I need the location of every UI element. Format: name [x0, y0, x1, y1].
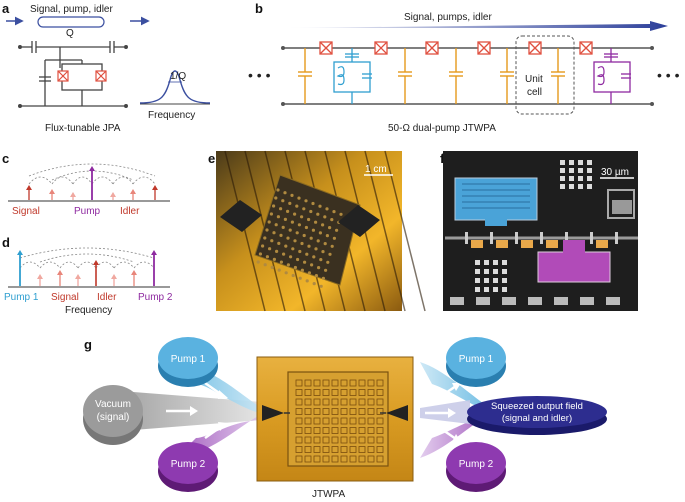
jtwpa-caption: JTWPA	[312, 489, 345, 500]
pump2-source-left: Pump 2	[158, 442, 218, 492]
pump2-label: Pump 2	[138, 292, 173, 303]
idler-tone-arrow	[93, 260, 99, 286]
panel-e-letter: e	[208, 151, 215, 166]
panel-a: a Signal, pump, idler Q	[2, 1, 211, 134]
jtwpa-chip-photo	[256, 356, 414, 482]
panel-a-letter: a	[2, 1, 10, 16]
vacuum-label-2: (signal)	[97, 412, 130, 423]
scale-label-e: 1 cm	[365, 164, 387, 175]
panel-d-letter: d	[2, 235, 10, 250]
pump2-tone-arrow	[151, 250, 157, 286]
panel-g: g Vacuum (signal) Pump 1	[83, 337, 607, 500]
shunt-capacitor-icon	[500, 48, 514, 104]
josephson-junction-icon	[95, 70, 107, 82]
pump1-left-label: Pump 1	[171, 354, 206, 365]
idler-label-d: Idler	[97, 292, 117, 303]
shunt-capacitor-icon	[449, 48, 463, 104]
propagation-arrow-icon	[284, 21, 668, 31]
micrograph-photo	[443, 151, 638, 311]
q-label: Q	[66, 28, 74, 39]
pump2-output-right: Pump 2	[446, 442, 506, 492]
pump2-resonator-highlight	[537, 251, 611, 283]
shunt-capacitor-icon	[398, 48, 412, 104]
pump1-right-label: Pump 1	[459, 354, 494, 365]
pump-tone-arrow	[89, 166, 95, 200]
frequency-label: Frequency	[148, 110, 195, 121]
panel-d: d Pump 1 Signal Idler Pump 2 Frequency	[2, 235, 173, 316]
idler-label: Idler	[120, 206, 140, 217]
sideband-arrow	[131, 270, 137, 286]
sideband-arrow	[111, 274, 117, 286]
unit-cell-label-2: cell	[527, 87, 542, 98]
signal-sideband-arrow	[70, 192, 76, 200]
panel-a-signal-label: Signal, pump, idler	[30, 4, 113, 15]
panel-b-caption: 50-Ω dual-pump JTWPA	[388, 123, 496, 134]
dots-left: • • •	[248, 67, 271, 83]
panel-b-letter: b	[255, 1, 263, 16]
inv-q-label: 1/Q	[170, 71, 186, 82]
josephson-junction-icon	[374, 41, 388, 55]
josephson-junction-icon	[579, 41, 593, 55]
pump1-tone-arrow	[17, 250, 23, 286]
resonance-curve	[139, 70, 211, 104]
josephson-junction-icon	[425, 41, 439, 55]
q-resonator-loop	[37, 16, 105, 28]
vacuum-source: Vacuum (signal)	[83, 385, 143, 445]
panel-f: f 30 µm	[440, 151, 638, 311]
vacuum-label-1: Vacuum	[95, 399, 131, 410]
pump1-resonator	[333, 48, 372, 104]
panel-c-letter: c	[2, 151, 9, 166]
pump-label: Pump	[74, 206, 101, 217]
signal-tone-arrow	[26, 185, 32, 200]
shunt-capacitor-icon	[551, 48, 565, 104]
josephson-junction-icon	[477, 41, 491, 55]
signal-sideband-arrow	[49, 189, 55, 200]
chip-photo	[216, 150, 426, 312]
panel-c: c Signal Pump Idler	[2, 151, 170, 217]
pump2-left-label: Pump 2	[171, 459, 206, 470]
panel-b: b Signal, pumps, idler • • • • • •	[248, 1, 680, 134]
sideband-arrow	[75, 274, 81, 286]
josephson-junction-icon	[57, 70, 69, 82]
signal-label: Signal	[12, 206, 40, 217]
shunt-capacitor-icon	[298, 48, 312, 104]
output-label-2: (signal and idler)	[502, 413, 572, 424]
frequency-axis-label: Frequency	[65, 305, 112, 316]
panel-a-caption: Flux-tunable JPA	[45, 123, 121, 134]
idler-sideband-arrow	[110, 192, 116, 200]
josephson-junction-icon	[319, 41, 333, 55]
panel-g-letter: g	[84, 337, 92, 352]
panel-b-arrow-label: Signal, pumps, idler	[404, 12, 492, 23]
signal-label-d: Signal	[51, 292, 79, 303]
idler-tone-arrow	[152, 185, 158, 200]
panel-f-letter: f	[440, 151, 445, 166]
pump2-resonator	[593, 48, 631, 104]
pump2-right-label: Pump 2	[459, 459, 494, 470]
idler-sideband-arrow	[130, 189, 136, 200]
pump1-label: Pump 1	[4, 292, 39, 303]
pump1-output-right: Pump 1	[446, 337, 506, 387]
dots-right: • • •	[657, 67, 680, 83]
josephson-junction-icon	[528, 41, 542, 55]
pump1-source-left: Pump 1	[158, 337, 218, 387]
scale-label-f: 30 µm	[601, 167, 629, 178]
unit-cell-label-1: Unit	[525, 74, 543, 85]
panel-e: e 1 cm	[208, 150, 426, 312]
sideband-arrow	[37, 274, 43, 286]
output-label-1: Squeezed output field	[491, 401, 583, 412]
squeezed-output: Squeezed output field (signal and idler)	[467, 396, 607, 435]
signal-tone-arrow	[57, 270, 63, 286]
unit-cell-box	[515, 35, 575, 115]
